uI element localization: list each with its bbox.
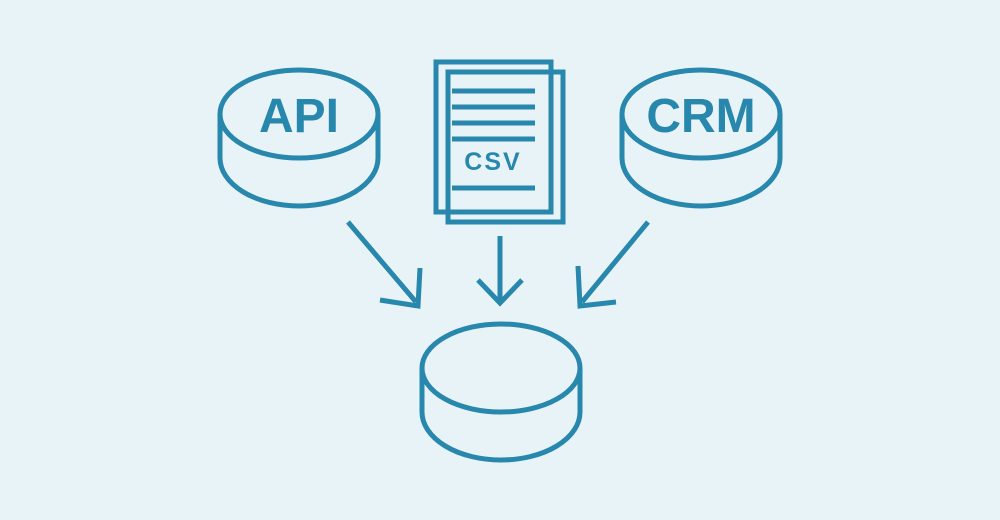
crm-database-icon: [619, 67, 783, 209]
csv-document-stack-icon: [433, 59, 566, 225]
crm-label: CRM: [646, 90, 755, 143]
arrow-down-left-icon: [575, 265, 617, 309]
arrow-down-right-icon: [379, 267, 423, 309]
target-database-icon: [419, 321, 583, 463]
api-database-icon: [217, 67, 381, 209]
csv-label: CSV: [464, 148, 521, 176]
target-database: [419, 321, 583, 463]
arrow-csv-to-target: [476, 236, 524, 307]
api-source: API: [217, 67, 381, 209]
arrow-crm-to-target: [575, 220, 650, 309]
crm-source: CRM: [619, 67, 783, 209]
api-label: API: [259, 90, 339, 143]
arrow-down-icon: [476, 278, 524, 307]
arrow-api-to-target: [346, 220, 423, 309]
csv-source: CSV: [433, 59, 566, 225]
